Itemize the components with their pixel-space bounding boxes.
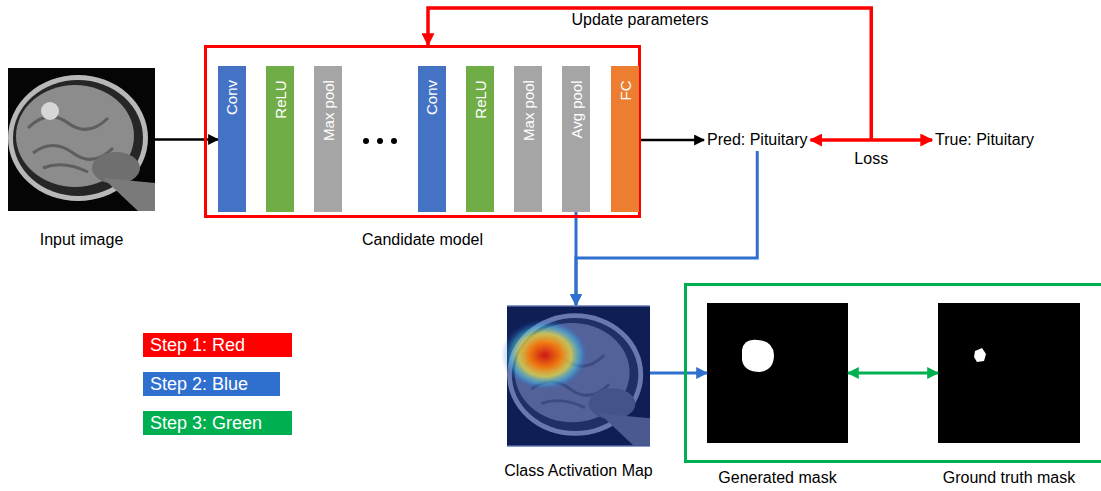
connector-arrow bbox=[650, 372, 707, 375]
class-activation-map-image bbox=[501, 305, 650, 447]
layer-name: ReLU bbox=[472, 80, 489, 118]
prediction-label: Pred: Pituitary bbox=[704, 129, 810, 151]
edge-label: Loss bbox=[852, 150, 890, 168]
layer-name: Max pool bbox=[520, 80, 537, 141]
edge-label: Update parameters bbox=[570, 11, 711, 29]
layer-block: Max pool bbox=[314, 66, 342, 212]
connector-arrow bbox=[639, 139, 704, 142]
legend-swatch: Step 3: Green bbox=[143, 411, 292, 435]
layer-block: FC bbox=[611, 66, 639, 212]
layer-name: ReLU bbox=[272, 80, 289, 118]
ground-truth-mask-image bbox=[938, 303, 1080, 443]
layer-name: Conv bbox=[424, 80, 441, 115]
generated-mask-image bbox=[707, 303, 848, 443]
layer-block: Max pool bbox=[514, 66, 542, 212]
layer-block: ReLU bbox=[466, 66, 494, 212]
layer-block: Avg pool bbox=[562, 66, 590, 212]
layer-name: Max pool bbox=[320, 80, 337, 141]
connector-arrow bbox=[576, 151, 757, 305]
connector-arrow bbox=[428, 8, 871, 140]
connector-arrow bbox=[155, 138, 218, 141]
legend-swatch: Step 2: Blue bbox=[143, 372, 280, 396]
node-label: Generated mask bbox=[718, 469, 836, 487]
node-label: Pred: Pituitary bbox=[704, 129, 810, 151]
class-activation-map: Class Activation Map bbox=[507, 305, 650, 447]
model-box: Conv ReLU Max pool Conv ReLU Max pool Avg pool… bbox=[204, 45, 641, 218]
node-label: Ground truth mask bbox=[943, 469, 1076, 487]
generated-mask: Generated mask bbox=[707, 303, 848, 443]
layer-block: Conv bbox=[418, 66, 446, 212]
node-label: Input image bbox=[40, 231, 124, 249]
ellipsis-dots bbox=[363, 138, 397, 144]
ground-truth-mask: Ground truth mask bbox=[938, 303, 1080, 443]
layer-name: Avg pool bbox=[568, 80, 585, 138]
legend-text: Step 1: Red bbox=[143, 335, 245, 355]
mask-compare-box: Generated mask Ground truth mask bbox=[684, 283, 1101, 463]
ground-truth-label: True: Pituitary bbox=[932, 129, 1037, 151]
connector-arrow bbox=[848, 372, 938, 375]
node-label: Candidate model bbox=[362, 231, 483, 249]
layer-block: Conv bbox=[218, 66, 246, 212]
legend-text: Step 2: Blue bbox=[143, 374, 248, 394]
input-image: Input image bbox=[8, 68, 155, 211]
legend-text: Step 3: Green bbox=[143, 413, 262, 433]
node-label: Class Activation Map bbox=[504, 462, 653, 480]
layer-name: Conv bbox=[224, 80, 241, 115]
mri-image bbox=[8, 68, 155, 211]
layer-block: ReLU bbox=[266, 66, 294, 212]
node-label: True: Pituitary bbox=[932, 129, 1037, 151]
legend-swatch: Step 1: Red bbox=[143, 333, 292, 357]
layer-name: FC bbox=[617, 80, 634, 100]
